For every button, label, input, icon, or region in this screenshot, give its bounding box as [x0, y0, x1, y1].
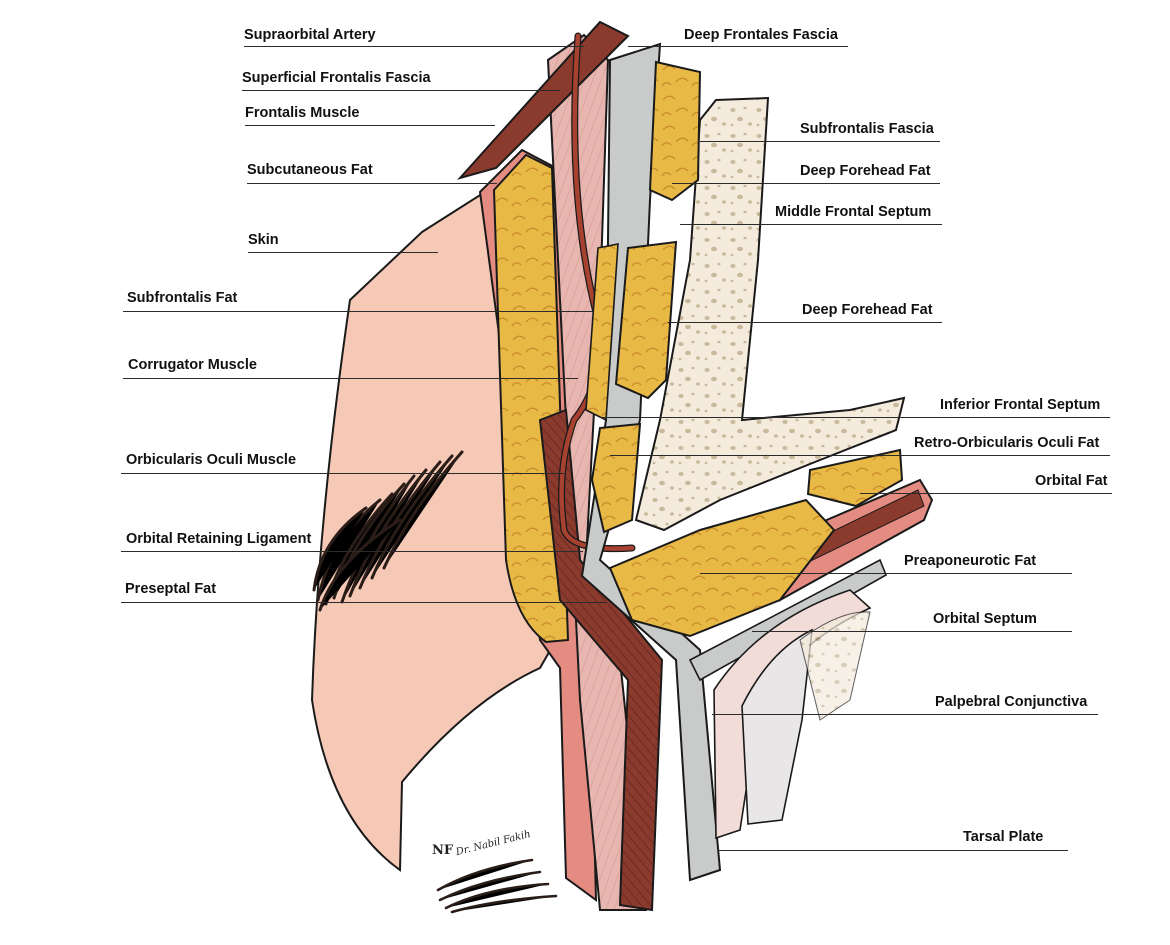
skin-surface [310, 188, 558, 872]
leader-line [242, 90, 560, 91]
leader-line [121, 602, 606, 603]
leader-line [248, 252, 438, 253]
subfrontalis-fat-pad [585, 243, 619, 422]
label-orbicularis-oculi-muscle: Orbicularis Oculi Muscle [126, 452, 297, 468]
label-deep-forehead-fat-lower: Deep Forehead Fat [802, 302, 933, 318]
label-subfrontalis-fat: Subfrontalis Fat [127, 290, 238, 306]
label-frontalis-muscle: Frontalis Muscle [245, 105, 360, 121]
label-orbital-septum: Orbital Septum [933, 611, 1037, 627]
leader-line [610, 455, 1110, 456]
leader-line [700, 141, 940, 142]
leader-line [123, 311, 593, 312]
leader-line [245, 125, 495, 126]
leader-line [712, 714, 1098, 715]
leader-line [860, 493, 1112, 494]
leader-line [121, 551, 583, 552]
label-supraorbital-artery: Supraorbital Artery [244, 27, 376, 43]
label-subfrontalis-fascia: Subfrontalis Fascia [800, 121, 934, 137]
label-orbital-retaining-ligament: Orbital Retaining Ligament [126, 531, 312, 547]
leader-line [752, 631, 1072, 632]
label-inferior-frontal-septum: Inferior Frontal Septum [940, 397, 1101, 413]
label-preseptal-fat: Preseptal Fat [125, 581, 217, 597]
deep-forehead-fat-pad-upper [648, 60, 702, 202]
deep-forehead-fat-pad-middle [614, 240, 678, 400]
leader-line [600, 417, 1110, 418]
deep-forehead-fat-pad-lower [590, 422, 642, 534]
label-middle-frontal-septum: Middle Frontal Septum [775, 204, 932, 220]
leader-line [123, 378, 578, 379]
label-preaponeurotic-fat: Preaponeurotic Fat [904, 553, 1037, 569]
label-tarsal-plate: Tarsal Plate [963, 829, 1044, 845]
eyebrow-hair [312, 450, 464, 612]
label-orbital-fat: Orbital Fat [1035, 473, 1108, 489]
label-deep-forehead-fat-upper: Deep Forehead Fat [800, 163, 931, 179]
label-corrugator-muscle: Corrugator Muscle [128, 357, 257, 373]
frontal-bone [634, 96, 906, 532]
label-deep-frontales-fascia: Deep Frontales Fascia [684, 27, 838, 43]
leader-line [668, 322, 942, 323]
label-skin: Skin [248, 232, 279, 248]
eyelashes [436, 858, 558, 914]
label-subcutaneous-fat: Subcutaneous Fat [247, 162, 373, 178]
label-retro-orbicularis-oculi-fat: Retro-Orbicularis Oculi Fat [914, 435, 1100, 451]
label-palpebral-conjunctiva: Palpebral Conjunctiva [935, 694, 1088, 710]
leader-line [700, 573, 1072, 574]
leader-line [244, 46, 584, 47]
preaponeurotic-fat-pad [608, 498, 836, 638]
leader-line [680, 224, 942, 225]
leader-line [672, 183, 940, 184]
tarsal-plate-shape [741, 628, 813, 825]
leader-line [121, 473, 564, 474]
leader-line [247, 183, 497, 184]
author-monogram: NF [432, 843, 454, 858]
leader-line [718, 850, 1068, 851]
leader-line [628, 46, 848, 47]
label-superficial-frontalis-fascia: Superficial Frontalis Fascia [242, 70, 431, 86]
